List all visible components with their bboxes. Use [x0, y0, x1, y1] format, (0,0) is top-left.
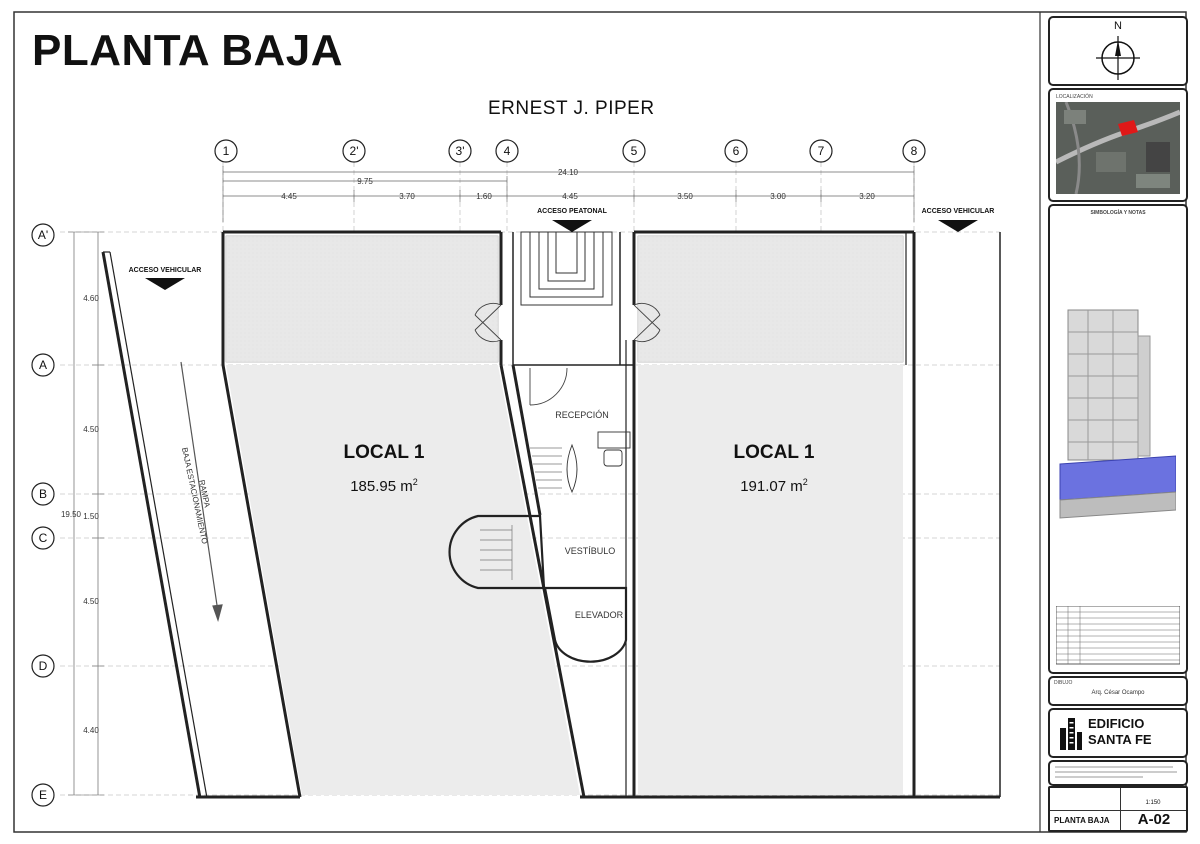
- local-2-area-label: 191.07 m2: [740, 477, 808, 495]
- section-thumbnail: [1059, 309, 1176, 519]
- entry-steps: [520, 231, 613, 306]
- grid-col-3: 3': [456, 144, 465, 158]
- local-1-name: LOCAL 1: [344, 442, 425, 463]
- dim-row-span-3: 1.50: [83, 512, 99, 521]
- dim-span-5: 3.50: [677, 192, 693, 201]
- internal-stair: [530, 447, 562, 489]
- grid-row-bubbles: [31, 223, 55, 807]
- address-lines: [1055, 766, 1177, 778]
- dim-sub-width: 9.75: [357, 177, 373, 186]
- grid-row-c: C: [39, 531, 48, 545]
- north-label: N: [1114, 20, 1122, 32]
- access-arrows: [145, 220, 978, 290]
- label-elevador: ELEVADOR: [575, 610, 624, 620]
- dim-row-span-5: 4.40: [83, 726, 99, 735]
- local-1-area-label: 185.95 m2: [350, 477, 418, 495]
- drawn-by-label: DIBUJO: [1054, 680, 1073, 686]
- grid-col-6: 6: [733, 144, 740, 158]
- stair-tower: [448, 514, 546, 590]
- location-label: LOCALIZACIÓN: [1056, 94, 1093, 100]
- local-1-area: [226, 365, 580, 795]
- grid-row-a-prime: A': [38, 228, 48, 242]
- ramp-arrow: [180, 361, 223, 623]
- location-map: [1056, 102, 1180, 194]
- dim-span-7: 3.20: [859, 192, 875, 201]
- grid-col-8: 8: [911, 144, 918, 158]
- local-2-name: LOCAL 1: [734, 442, 815, 463]
- dim-span-4: 4.45: [562, 192, 578, 201]
- elevator-shaft: [543, 586, 628, 663]
- revision-table: [1056, 606, 1180, 665]
- label-recepcion: RECEPCIÓN: [555, 410, 609, 420]
- project-box: EDIFICIO SANTA FE: [1048, 708, 1188, 758]
- grid-column-bubbles: [214, 139, 926, 163]
- dim-overall-depth: 19.50: [61, 510, 82, 519]
- left-dimension-lines: [68, 231, 104, 796]
- local-2-area: [638, 365, 903, 795]
- grid-col-2: 2': [350, 144, 359, 158]
- north-arrow-box: N: [1048, 16, 1188, 86]
- north-arrow-icon: [1096, 36, 1140, 80]
- dim-span-3: 1.60: [476, 192, 492, 201]
- label-acceso-peatonal: ACCESO PEATONAL: [537, 208, 607, 215]
- label-acceso-vehicular-right: ACCESO VEHICULAR: [922, 208, 995, 215]
- grid-col-5: 5: [631, 144, 638, 158]
- notes-label: SIMBOLOGÍA Y NOTAS: [1090, 210, 1146, 216]
- project-name-line-1: EDIFICIO: [1088, 716, 1145, 731]
- building-logo-icon: [1060, 718, 1082, 750]
- address-box: [1048, 760, 1188, 786]
- dim-overall-width: 24.10: [558, 168, 579, 177]
- location-box: LOCALIZACIÓN: [1048, 88, 1188, 202]
- grid-col-1: 1: [223, 144, 230, 158]
- drawn-by-box: DIBUJO Arq. César Ocampo: [1048, 676, 1188, 706]
- top-dimension-lines: [222, 166, 915, 222]
- project-name: EDIFICIO SANTA FE: [1088, 716, 1152, 748]
- dim-span-1: 4.45: [281, 192, 297, 201]
- label-acceso-vehicular-left: ACCESO VEHICULAR: [129, 267, 202, 274]
- grid-row-d: D: [39, 659, 48, 673]
- entry-doors: [474, 302, 661, 406]
- street-name: ERNEST J. PIPER: [488, 98, 655, 119]
- grid-col-7: 7: [818, 144, 825, 158]
- dim-span-6: 3.00: [770, 192, 786, 201]
- building-walls: [101, 230, 1001, 799]
- author-name: Arq. César Ocampo: [1091, 690, 1145, 696]
- dim-row-span-4: 4.50: [83, 597, 99, 606]
- reception-furniture: [566, 431, 631, 494]
- grid-row-b: B: [39, 487, 47, 501]
- grid-row-a: A: [39, 358, 47, 372]
- project-name-line-2: SANTA FE: [1088, 732, 1152, 747]
- scale-value: 1:150: [1120, 796, 1186, 811]
- dim-row-span-1: 4.60: [83, 294, 99, 303]
- sheet-id-box: 1:150 PLANTA BAJA A-02: [1048, 786, 1188, 832]
- notes-box: SIMBOLOGÍA Y NOTAS: [1048, 204, 1188, 674]
- dim-span-2: 3.70: [399, 192, 415, 201]
- dim-row-span-2: 4.50: [83, 425, 99, 434]
- grid-row-e: E: [39, 788, 47, 802]
- sheet-name: PLANTA BAJA: [1054, 816, 1110, 825]
- label-vestibulo: VESTÍBULO: [565, 546, 616, 556]
- plan-title: PLANTA BAJA: [32, 26, 344, 75]
- grid-col-4: 4: [504, 144, 511, 158]
- sheet-code: A-02: [1120, 810, 1187, 830]
